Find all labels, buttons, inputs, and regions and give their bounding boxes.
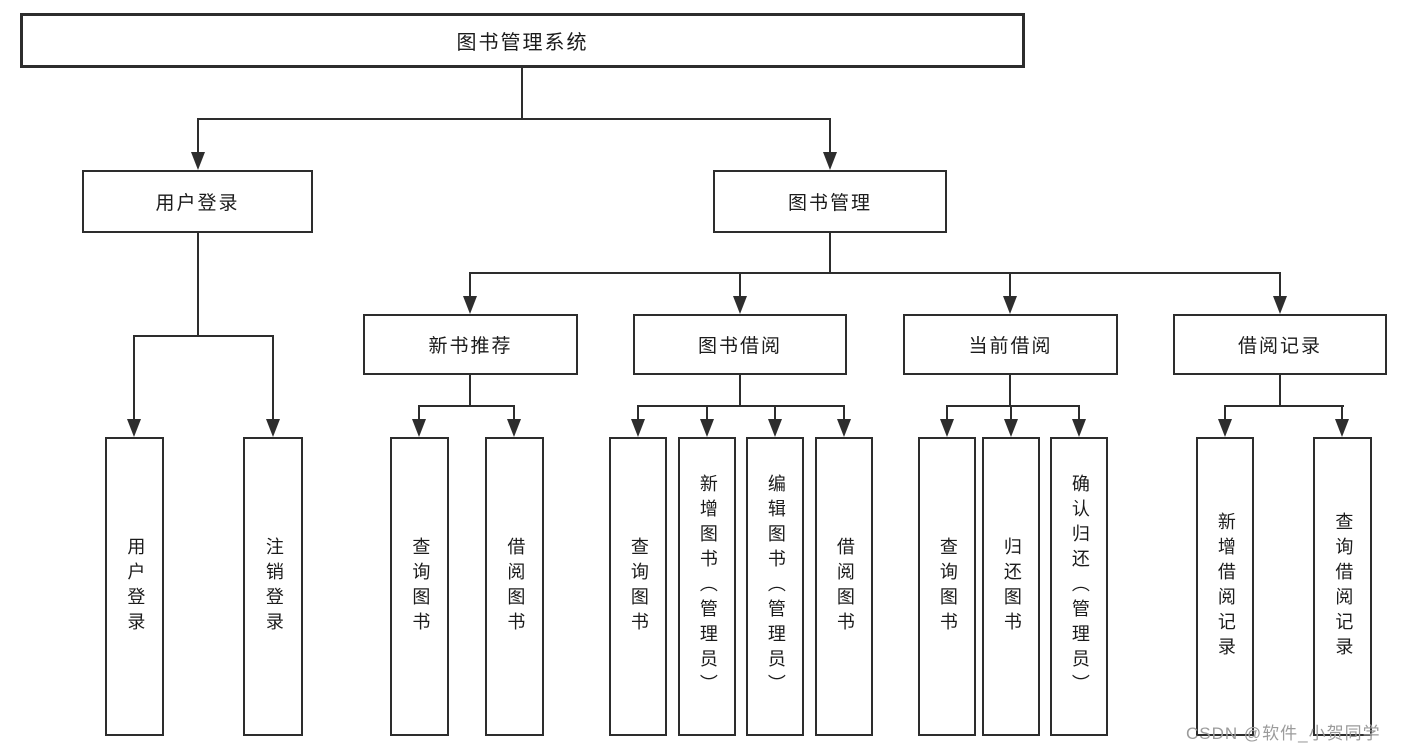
leaf-borrow-books: 借阅图书	[485, 437, 544, 736]
connector-vline	[1010, 405, 1012, 419]
connector-vline	[469, 272, 471, 296]
connector-vline	[774, 405, 776, 419]
arrow-down-icon	[837, 419, 851, 437]
arrow-down-icon	[1218, 419, 1232, 437]
connector-vline	[1009, 374, 1011, 407]
connector-vline	[133, 335, 135, 419]
node-borrowing-records: 借阅记录	[1173, 314, 1387, 375]
arrow-down-icon	[700, 419, 714, 437]
arrow-down-icon	[1335, 419, 1349, 437]
leaf-confirm-return-admin: 确认归还（管理员）	[1050, 437, 1108, 736]
connector-hline	[469, 272, 1281, 274]
leaf-borrow-books: 借阅图书	[815, 437, 873, 736]
node-new-book-recommendation: 新书推荐	[363, 314, 578, 375]
node-library-management-system: 图书管理系统	[20, 13, 1025, 68]
arrow-down-icon	[266, 419, 280, 437]
arrow-down-icon	[768, 419, 782, 437]
arrow-down-icon	[631, 419, 645, 437]
connector-vline	[946, 405, 948, 419]
connector-vline	[706, 405, 708, 419]
leaf-add-borrow-record: 新增借阅记录	[1196, 437, 1254, 736]
watermark: CSDN @软件_小贺同学	[1186, 724, 1381, 743]
connector-vline	[637, 405, 639, 419]
arrow-down-icon	[191, 152, 205, 170]
arrow-down-icon	[1003, 296, 1017, 314]
connector-vline	[521, 68, 523, 119]
connector-hline	[418, 405, 515, 407]
connector-vline	[1078, 405, 1080, 419]
connector-vline	[197, 233, 199, 337]
connector-vline	[1009, 272, 1011, 296]
connector-vline	[829, 118, 831, 152]
connector-vline	[1224, 405, 1226, 419]
arrow-down-icon	[1004, 419, 1018, 437]
arrow-down-icon	[507, 419, 521, 437]
node-book-borrowing: 图书借阅	[633, 314, 847, 375]
arrow-down-icon	[463, 296, 477, 314]
arrow-down-icon	[823, 152, 837, 170]
leaf-query-borrow-record: 查询借阅记录	[1313, 437, 1372, 736]
node-user-login: 用户登录	[82, 170, 313, 233]
connector-vline	[272, 335, 274, 419]
connector-hline	[133, 335, 273, 337]
connector-vline	[197, 118, 199, 152]
node-book-management: 图书管理	[713, 170, 947, 233]
connector-vline	[829, 233, 831, 274]
arrow-down-icon	[412, 419, 426, 437]
leaf-query-books: 查询图书	[390, 437, 449, 736]
connector-vline	[1279, 272, 1281, 296]
connector-vline	[843, 405, 845, 419]
arrow-down-icon	[1273, 296, 1287, 314]
leaf-logout: 注销登录	[243, 437, 303, 736]
leaf-add-books-admin: 新增图书（管理员）	[678, 437, 736, 736]
connector-vline	[469, 374, 471, 407]
connector-hline	[197, 118, 831, 120]
connector-vline	[739, 272, 741, 296]
connector-vline	[513, 405, 515, 419]
node-current-borrowing: 当前借阅	[903, 314, 1118, 375]
leaf-edit-books-admin: 编辑图书（管理员）	[746, 437, 804, 736]
arrow-down-icon	[1072, 419, 1086, 437]
connector-vline	[739, 374, 741, 407]
connector-vline	[1279, 374, 1281, 407]
leaf-user-login: 用户登录	[105, 437, 164, 736]
arrow-down-icon	[733, 296, 747, 314]
connector-hline	[637, 405, 845, 407]
connector-hline	[1224, 405, 1344, 407]
leaf-return-books: 归还图书	[982, 437, 1040, 736]
connector-hline	[946, 405, 1080, 407]
connector-vline	[418, 405, 420, 419]
arrow-down-icon	[940, 419, 954, 437]
connector-vline	[1341, 405, 1343, 419]
leaf-query-books: 查询图书	[609, 437, 667, 736]
arrow-down-icon	[127, 419, 141, 437]
leaf-query-books: 查询图书	[918, 437, 976, 736]
